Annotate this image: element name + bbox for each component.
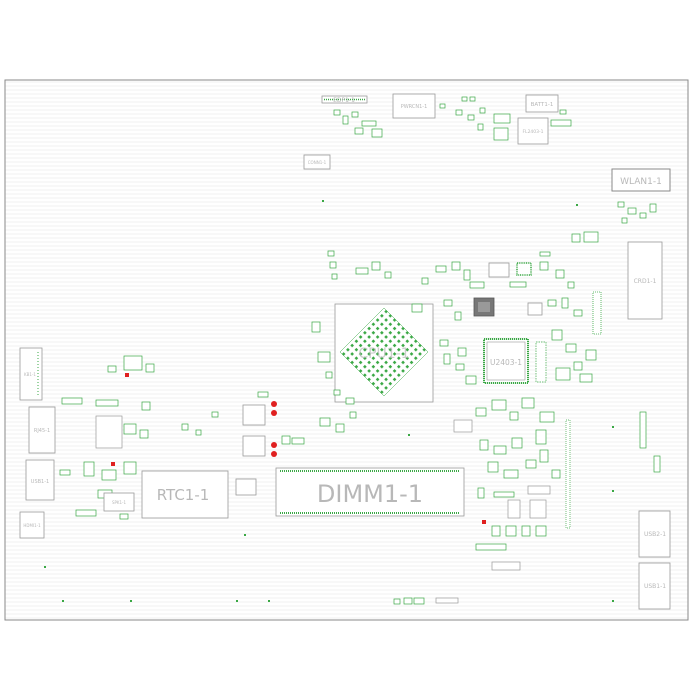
- cpu-package: CPU1-1: [334, 303, 434, 403]
- wlan-label: WLAN1-1: [620, 177, 662, 187]
- card-reader-slot: CRD1-1: [627, 241, 663, 320]
- center-parts: [473, 262, 602, 335]
- u2403-label: U2403-1: [490, 358, 522, 367]
- small-connector-label: CONN1-1: [308, 160, 327, 165]
- dimm-slot: DIMM1-1: [275, 467, 465, 517]
- mid-left-small: [181, 391, 305, 445]
- speaker-label: SPK1-1: [112, 500, 127, 505]
- wlan-area-parts: [539, 201, 657, 257]
- fl2403-label: FL2403-1: [522, 129, 543, 135]
- mid-left-parts: [242, 404, 266, 457]
- wlan-module: WLAN1-1: [611, 168, 671, 192]
- left-top-label: KB1-1: [24, 372, 36, 377]
- usb2-connector: USB2-1: [638, 510, 671, 558]
- u2403-chip: U2403-1: [483, 338, 529, 384]
- pad-red-2: [271, 410, 277, 416]
- crd-label: CRD1-1: [634, 278, 657, 285]
- usb2-label: USB2-1: [644, 531, 666, 538]
- top-small-parts: [333, 96, 572, 141]
- usb3-connector: USB1-1: [638, 562, 671, 610]
- usb3-label: USB1-1: [644, 583, 666, 590]
- pad-left-red-1: [125, 373, 129, 377]
- pad-red-1: [271, 401, 277, 407]
- dimm-label: DIMM1-1: [317, 480, 423, 508]
- edp-label: EDP1-1: [333, 97, 355, 104]
- pad-red-3: [271, 442, 277, 448]
- scattered-dots: [44, 200, 614, 602]
- pad-right-red: [482, 520, 486, 524]
- batt-connector: BATT1-1: [525, 94, 559, 113]
- rj45-connector: RJ45-1: [28, 406, 56, 454]
- right-lower-parts: [453, 397, 661, 571]
- speaker-component: SPK1-1: [103, 492, 135, 512]
- rtc-battery: RTC1-1: [141, 470, 229, 519]
- hdmi-connector: HDMI1-1: [19, 511, 45, 539]
- rj45-label: RJ45-1: [34, 428, 50, 434]
- batt-label: BATT1-1: [531, 102, 554, 108]
- pwrcn-connector: PWRCN1-1: [392, 93, 436, 119]
- hdmi-label: HDMI1-1: [23, 523, 41, 528]
- center-small-parts: [311, 250, 597, 433]
- bottom-parts: [393, 597, 459, 605]
- pwrcn-label: PWRCN1-1: [401, 104, 428, 110]
- usb-left-label: USB1-1: [31, 479, 49, 485]
- small-connector: CONN1-1: [303, 154, 331, 170]
- edp-connector: EDP1-1: [321, 95, 368, 104]
- left-top-connector: KB1-1: [19, 347, 43, 401]
- rtc-label: RTC1-1: [157, 486, 210, 504]
- pad-red-4: [271, 451, 277, 457]
- pad-left-red-2: [111, 462, 115, 466]
- usb-left-connector: USB1-1: [25, 459, 55, 501]
- cpu-label: CPU1-1: [358, 346, 409, 362]
- rtc-side-part: [235, 478, 257, 496]
- fl2403-component: FL2403-1: [517, 117, 549, 145]
